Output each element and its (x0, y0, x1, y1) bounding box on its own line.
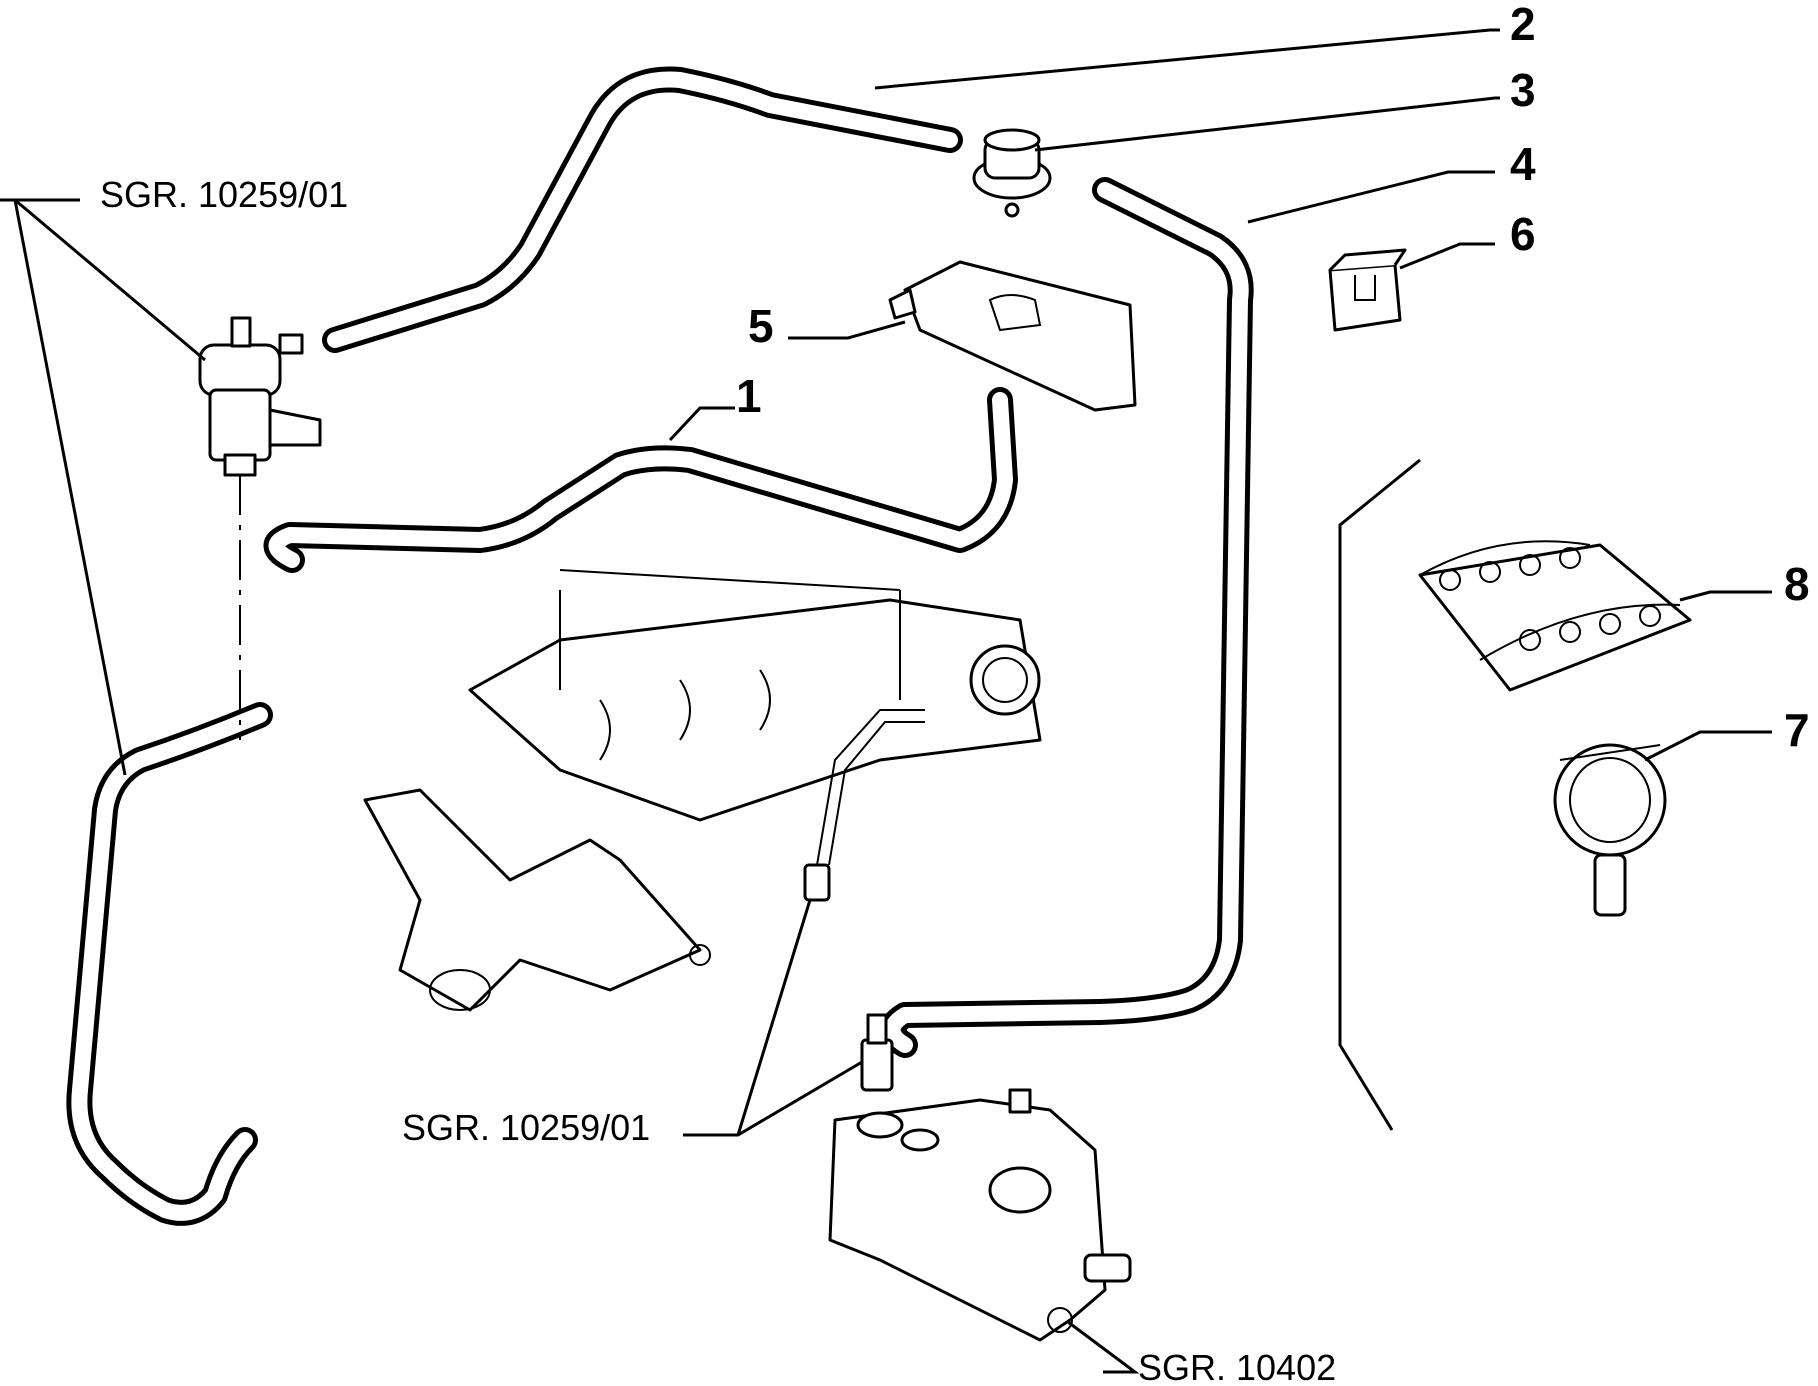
clamp-part-7 (1553, 743, 1667, 917)
air-valve (198, 316, 322, 477)
pad-part-6 (1328, 248, 1407, 332)
left-pipe (66, 702, 273, 1226)
hose-1 (263, 387, 1018, 573)
intake-manifold (468, 569, 1042, 822)
injector-rail-part-8 (1418, 540, 1692, 692)
ref-valve-group: SGR. 10259/01 (100, 174, 348, 215)
callout-3: 3 (1510, 64, 1536, 116)
ref-sensor-group: SGR. 10259/01 (402, 1107, 650, 1148)
valve-part-3 (972, 128, 1052, 218)
leader-lines (0, 28, 1772, 1374)
temperature-sensor (860, 1013, 894, 1092)
callout-7: 7 (1784, 704, 1810, 756)
callout-2: 2 (1510, 0, 1536, 50)
hose-2 (322, 66, 963, 353)
hose-4 (879, 177, 1254, 1058)
callout-4: 4 (1510, 138, 1536, 190)
callout-1: 1 (736, 370, 762, 422)
callout-6: 6 (1510, 208, 1536, 260)
callout-8: 8 (1784, 558, 1810, 610)
hose-connector (803, 709, 925, 902)
exhaust-manifold (363, 788, 711, 1012)
bracket-part-5 (888, 260, 1137, 412)
callout-5: 5 (748, 300, 774, 352)
ref-thermostat-group: SGR. 10402 (1138, 1347, 1336, 1386)
thermostat-housing (828, 1088, 1132, 1342)
